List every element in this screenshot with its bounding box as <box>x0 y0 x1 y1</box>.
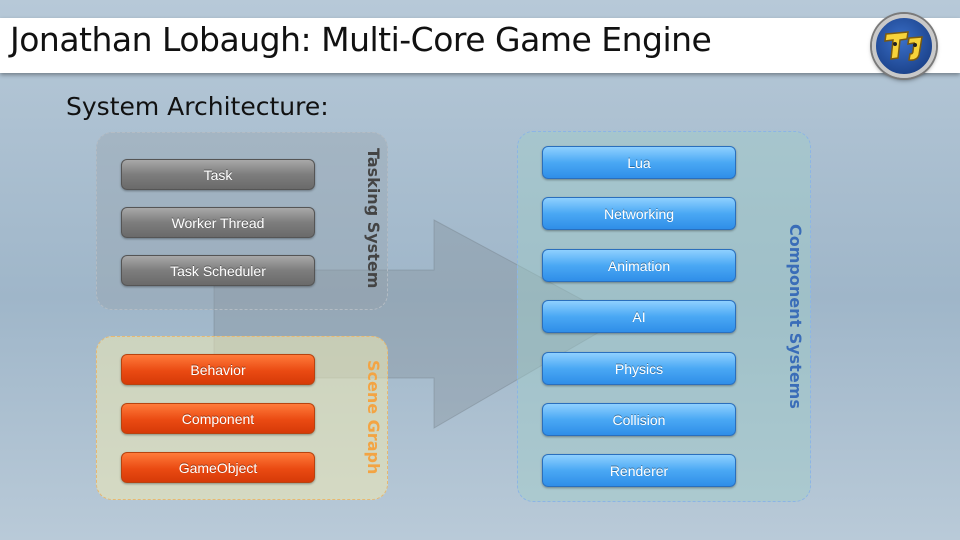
component-box: Component <box>121 403 315 434</box>
collision-box: Collision <box>542 403 736 436</box>
tasking-system-label: Tasking System <box>364 148 383 289</box>
renderer-box: Renderer <box>542 454 736 487</box>
task-scheduler-box: Task Scheduler <box>121 255 315 286</box>
component-systems-label: Component Systems <box>786 224 805 409</box>
gameobject-box: GameObject <box>121 452 315 483</box>
task-box: Task <box>121 159 315 190</box>
section-subtitle: System Architecture: <box>66 92 329 121</box>
title-bar: Jonathan Lobaugh: Multi-Core Game Engine <box>0 18 960 73</box>
worker-thread-box: Worker Thread <box>121 207 315 238</box>
networking-box: Networking <box>542 197 736 230</box>
physics-box: Physics <box>542 352 736 385</box>
tj-logo-icon <box>872 14 936 78</box>
scene-graph-label: Scene Graph <box>364 360 383 475</box>
lua-box: Lua <box>542 146 736 179</box>
animation-box: Animation <box>542 249 736 282</box>
behavior-box: Behavior <box>121 354 315 385</box>
page-title: Jonathan Lobaugh: Multi-Core Game Engine <box>10 20 712 59</box>
ai-box: AI <box>542 300 736 333</box>
